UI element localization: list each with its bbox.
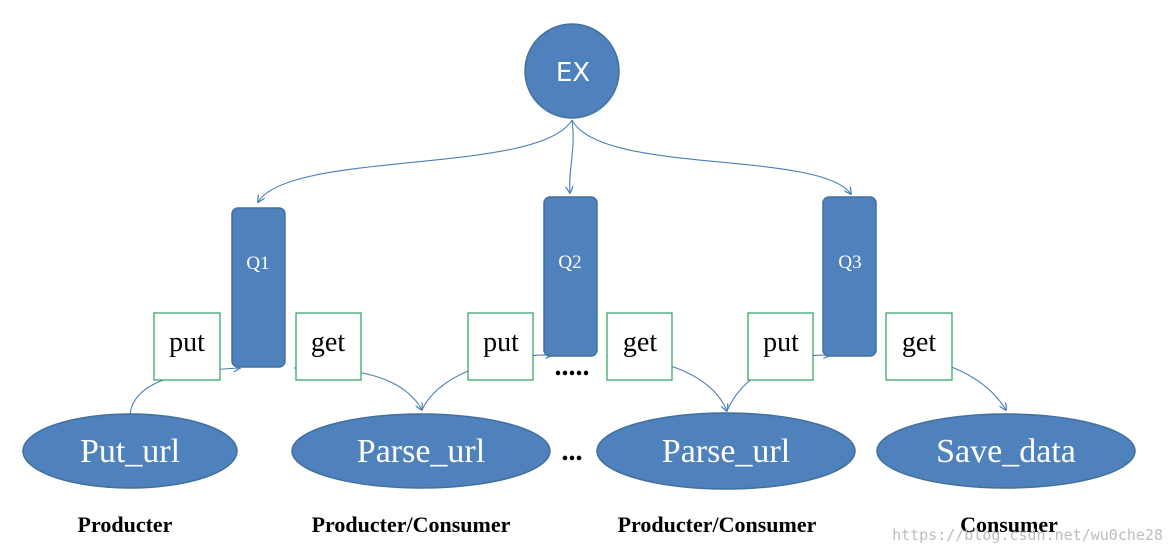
queue-q3: Q3 xyxy=(822,196,877,357)
operation-label: put xyxy=(169,327,205,358)
queue-ellipsis: ..... xyxy=(555,351,590,382)
operation-put-q3: put xyxy=(747,312,814,381)
edge-ex-q3 xyxy=(571,119,851,194)
operation-get-q1: get xyxy=(295,312,362,381)
queue-q2: Q2 xyxy=(543,196,598,357)
watermark-text: https://blog.csdn.net/wu0che28 xyxy=(892,526,1163,544)
operation-label: get xyxy=(902,327,936,358)
process-label: Parse_url xyxy=(662,433,790,470)
role-caption: Producter/Consumer xyxy=(312,512,511,537)
exchange-label: EX xyxy=(556,58,590,88)
role-caption: Producter/Consumer xyxy=(618,512,817,537)
process-parse-url-1: Parse_url xyxy=(291,413,551,489)
role-caption: Producter xyxy=(78,512,173,537)
process-label: Put_url xyxy=(80,433,180,470)
process-label: Parse_url xyxy=(357,433,485,470)
operation-get-q3: get xyxy=(885,312,953,381)
queue-label: Q1 xyxy=(246,253,269,274)
queue-q1: Q1 xyxy=(231,207,286,368)
queue-label: Q2 xyxy=(558,252,581,273)
operation-label: put xyxy=(763,327,799,358)
process-save-data: Save_data xyxy=(876,413,1136,489)
operation-label: get xyxy=(623,327,657,358)
process-label: Save_data xyxy=(936,433,1076,470)
edge-ex-q1 xyxy=(258,119,573,202)
operation-put-q2: put xyxy=(467,312,534,381)
operation-label: put xyxy=(483,327,519,358)
role-caption: Consumer xyxy=(960,512,1058,537)
operation-label: get xyxy=(311,327,345,358)
queue-label: Q3 xyxy=(838,252,861,273)
process-put-url: Put_url xyxy=(22,413,238,489)
process-ellipsis: ... xyxy=(562,436,583,467)
operation-put-q1: put xyxy=(153,312,221,381)
operation-get-q2: get xyxy=(606,312,673,381)
process-parse-url-2: Parse_url xyxy=(596,412,856,490)
edge-ex-q2 xyxy=(570,119,573,193)
exchange-node: EX xyxy=(524,23,620,119)
